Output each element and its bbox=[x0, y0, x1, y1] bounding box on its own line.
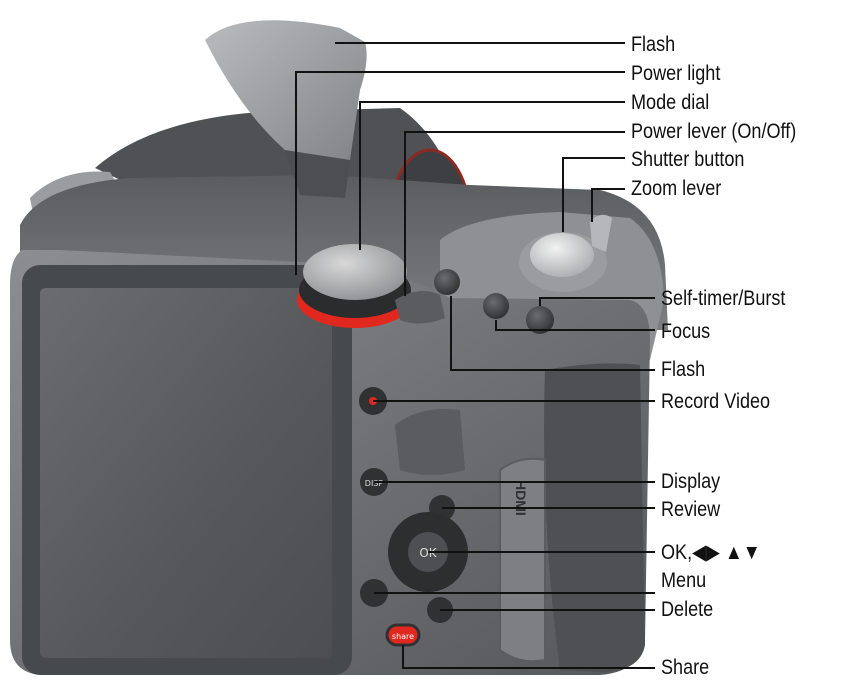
hdmi-text: HDMI bbox=[513, 480, 529, 516]
label-ok-nav: OK,◀▶ ▲▼ bbox=[661, 541, 761, 564]
zoom-lever[interactable] bbox=[590, 214, 612, 252]
label-record-video: Record Video bbox=[661, 390, 771, 413]
label-flash-bottom: Flash bbox=[661, 358, 706, 381]
self-timer-burst-button[interactable] bbox=[526, 306, 554, 334]
side-grip bbox=[544, 363, 645, 672]
leader-flash-bottom bbox=[450, 296, 655, 371]
leader-share bbox=[402, 645, 655, 669]
display-button-text: DISP bbox=[365, 479, 384, 488]
leader-focus bbox=[495, 320, 655, 331]
leader-mode-dial bbox=[359, 101, 625, 250]
label-zoom-lever: Zoom lever bbox=[631, 177, 722, 200]
label-flash-top: Flash bbox=[631, 33, 676, 56]
label-menu: Menu bbox=[661, 569, 707, 592]
popup-flash bbox=[205, 20, 367, 171]
leader-self-timer bbox=[539, 297, 655, 306]
share-button-text: share bbox=[392, 632, 414, 641]
leader-power-lever bbox=[404, 131, 625, 296]
leader-shutter bbox=[562, 157, 625, 232]
lcd-screen-lower bbox=[40, 288, 332, 658]
leader-power-light bbox=[295, 71, 625, 275]
camera-body: HDMI bbox=[10, 20, 668, 675]
flash-button[interactable] bbox=[434, 269, 460, 295]
mode-dial-face[interactable] bbox=[303, 244, 407, 300]
mode-dial-group bbox=[297, 244, 413, 328]
label-delete: Delete bbox=[661, 598, 714, 621]
power-lever[interactable] bbox=[395, 291, 445, 324]
shutter-button[interactable] bbox=[530, 233, 594, 277]
thumb-rest bbox=[395, 409, 465, 475]
label-review: Review bbox=[661, 498, 721, 521]
label-power-light: Power light bbox=[631, 62, 721, 85]
label-power-lever: Power lever (On/Off) bbox=[631, 120, 797, 143]
focus-button[interactable] bbox=[483, 293, 509, 319]
label-display: Display bbox=[661, 470, 721, 493]
label-share: Share bbox=[661, 656, 710, 679]
label-mode-dial: Mode dial bbox=[631, 91, 710, 114]
label-focus: Focus bbox=[661, 320, 711, 343]
leader-zoom bbox=[591, 188, 625, 222]
label-shutter-button: Shutter button bbox=[631, 148, 745, 171]
flash-hinge bbox=[285, 150, 350, 198]
leader-lines bbox=[295, 42, 655, 669]
label-self-timer-burst: Self-timer/Burst bbox=[661, 287, 786, 310]
